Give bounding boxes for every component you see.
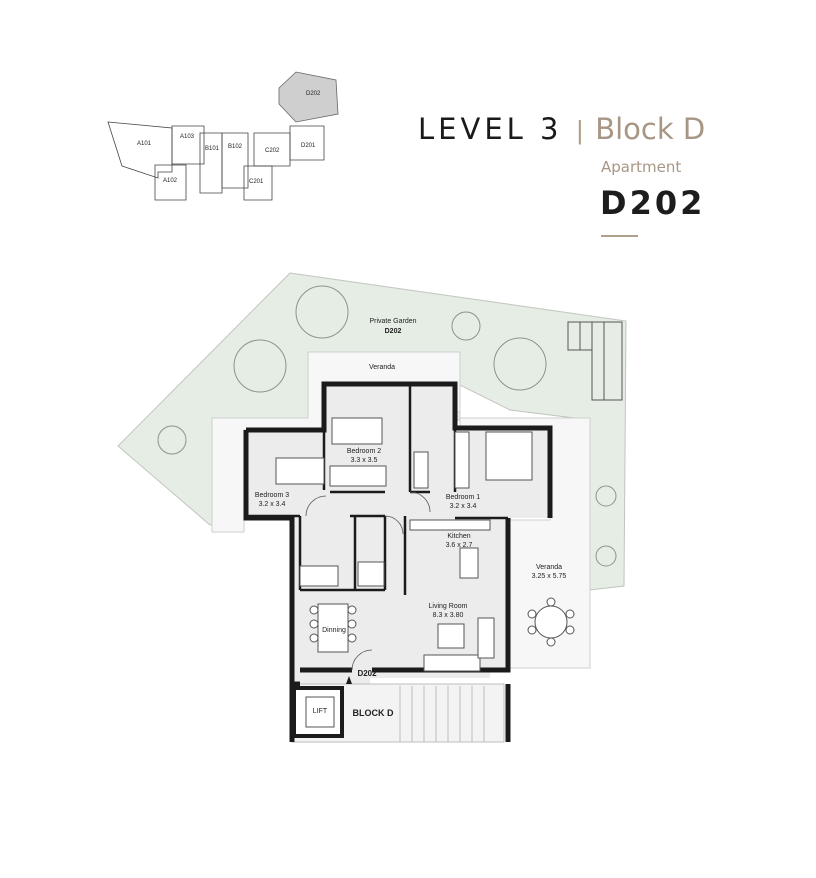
bathtub bbox=[299, 565, 339, 587]
bed-bedroom1 bbox=[485, 431, 533, 481]
level-title: LEVEL 3 bbox=[418, 112, 563, 146]
shrub-icon bbox=[595, 485, 617, 507]
garden-stair bbox=[567, 321, 623, 401]
wardrobe-hall bbox=[413, 451, 429, 489]
level-heading: LEVEL 3 | Block D bbox=[418, 112, 798, 146]
armchair bbox=[477, 617, 495, 659]
shrub-icon bbox=[157, 425, 187, 455]
apartment-underline bbox=[601, 235, 638, 237]
apartment-id: D202 bbox=[600, 184, 706, 222]
shrub-icon bbox=[451, 311, 481, 341]
bedroom2-name: Bedroom 2 bbox=[347, 448, 381, 455]
lift-label: LIFT bbox=[313, 708, 328, 715]
kitchen-island bbox=[459, 547, 479, 579]
tree-icon bbox=[233, 339, 287, 393]
living-size: 8.3 x 3.80 bbox=[433, 612, 464, 619]
bedroom1-size: 3.2 x 3.4 bbox=[450, 503, 477, 510]
apartment-label: Apartment bbox=[601, 158, 682, 176]
furniture bbox=[275, 417, 568, 672]
shower bbox=[357, 561, 385, 587]
garden-id: D202 bbox=[385, 328, 402, 335]
veranda-table bbox=[534, 605, 568, 639]
wardrobe-bedroom2 bbox=[329, 465, 387, 487]
stair-treads bbox=[399, 686, 485, 742]
block-title: Block D bbox=[595, 112, 706, 146]
title-separator: | bbox=[576, 115, 584, 145]
garden-title: Private Garden bbox=[369, 318, 416, 325]
veranda-east-name: Veranda bbox=[536, 564, 562, 571]
veranda-north-label: Veranda bbox=[369, 364, 395, 371]
veranda-east-size: 3.25 x 5.75 bbox=[532, 573, 567, 580]
bedroom2-size: 3.3 x 3.5 bbox=[351, 457, 378, 464]
door-swings bbox=[305, 491, 431, 671]
chairs bbox=[309, 597, 575, 647]
sofa bbox=[423, 654, 481, 672]
living-name: Living Room bbox=[429, 603, 468, 610]
bed-bedroom2 bbox=[331, 417, 383, 445]
bedroom1-name: Bedroom 1 bbox=[446, 494, 480, 501]
tree-icon bbox=[493, 337, 547, 391]
kitchen-size: 3.6 x 2.7 bbox=[446, 542, 473, 549]
dining-table bbox=[317, 603, 349, 653]
bedroom3-size: 3.2 x 3.4 bbox=[259, 501, 286, 508]
tree-icon bbox=[295, 285, 349, 339]
bed-bedroom3 bbox=[275, 457, 325, 485]
coffee-table bbox=[437, 623, 465, 649]
bedroom3-name: Bedroom 3 bbox=[255, 492, 289, 499]
block-d-label: BLOCK D bbox=[353, 708, 394, 718]
kitchen-name: Kitchen bbox=[447, 533, 470, 540]
wardrobe-bedroom1 bbox=[454, 431, 470, 489]
garden-trees bbox=[157, 285, 617, 567]
lift-car bbox=[305, 696, 335, 728]
shrub-icon bbox=[595, 545, 617, 567]
entry-marker bbox=[346, 676, 352, 684]
entry-label: D202 bbox=[357, 669, 377, 678]
kitchen-counter bbox=[409, 519, 491, 531]
dining-label: Dinning bbox=[322, 627, 346, 634]
